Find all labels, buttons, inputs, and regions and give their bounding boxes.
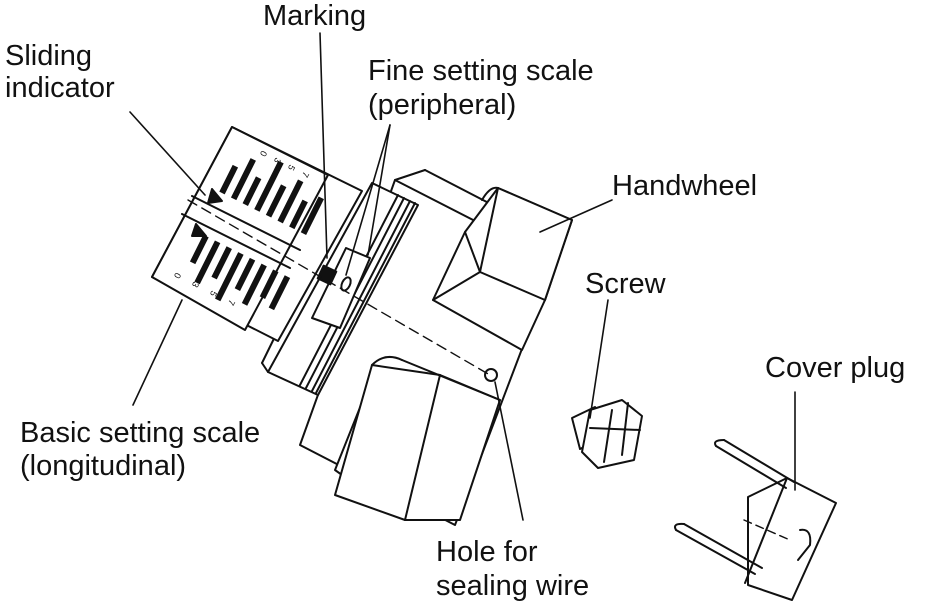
scale-tick-lower	[259, 269, 279, 299]
scale-tick-upper	[242, 176, 262, 206]
scale-tick-upper	[219, 164, 239, 195]
scale-tick-lower	[211, 246, 232, 280]
leader-handwheel	[539, 199, 613, 233]
leader-sliding	[129, 111, 206, 196]
label-fine-scale-line1: Fine setting scale	[368, 55, 594, 87]
label-handwheel: Handwheel	[612, 170, 758, 202]
scale-digit-upper: 0	[258, 149, 269, 158]
lower-block	[334, 355, 501, 521]
scale-tick-lower	[268, 275, 291, 311]
scale-tick-upper	[254, 160, 284, 212]
label-fine-scale-line2: (peripheral)	[368, 89, 517, 121]
label-cover-plug: Cover plug	[765, 352, 906, 384]
leader-fine-b	[345, 124, 391, 276]
scale-tick-lower	[234, 257, 256, 291]
label-marking: Marking	[263, 0, 367, 32]
leader-screw	[589, 299, 609, 419]
scale-digit-lower: 5	[208, 289, 219, 298]
leader-fine-a	[367, 124, 391, 256]
scale-tick-lower	[215, 252, 244, 302]
cover-plug-part	[674, 439, 837, 601]
scale-digit-lower: 0	[172, 271, 183, 280]
scale-digit-upper: 7	[300, 170, 311, 179]
screw-part	[571, 399, 643, 469]
leader-basic	[132, 299, 183, 406]
centre-axis	[187, 199, 491, 376]
scale-tick-upper	[230, 158, 256, 201]
scale-tick-upper	[289, 199, 308, 230]
scale-tick-upper	[300, 196, 324, 235]
scale-tick-lower	[194, 240, 221, 285]
scale-digit-upper: 5	[286, 163, 297, 172]
label-hole-line2: sealing wire	[436, 570, 590, 602]
label-hole-line1: Hole for	[436, 536, 538, 568]
scale-digit-lower: 3	[190, 280, 201, 289]
handwheel-part	[432, 186, 573, 351]
scale-tick-upper	[265, 184, 287, 218]
label-sliding-indicator-line2: indicator	[5, 72, 115, 104]
leader-hole	[494, 381, 524, 521]
label-screw: Screw	[585, 268, 666, 300]
label-basic-scale-line1: Basic setting scale	[20, 417, 261, 449]
scale-tick-upper	[277, 179, 304, 224]
label-sliding-indicator-line1: Sliding	[5, 40, 93, 72]
scale-tick-lower	[189, 234, 209, 265]
sealing-wire-hole	[484, 368, 498, 382]
leader-marking	[319, 32, 328, 259]
label-basic-scale-line2: (longitudinal)	[20, 450, 187, 482]
scale-digit-upper: 3	[272, 156, 283, 165]
leader-lines	[129, 32, 796, 521]
scale-digit-lower: 7	[226, 298, 237, 307]
scale-tick-lower	[241, 263, 267, 306]
